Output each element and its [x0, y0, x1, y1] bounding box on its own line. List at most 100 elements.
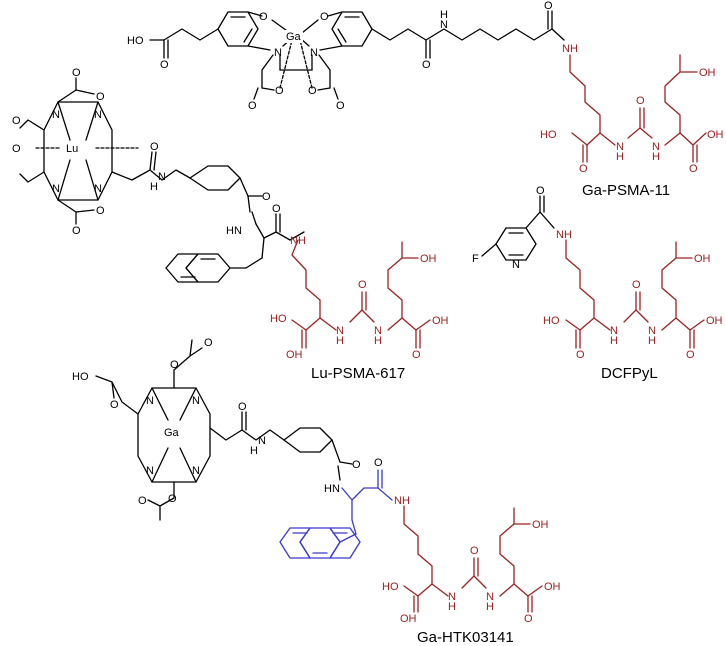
atom-oh: OH — [544, 581, 561, 593]
compound-label-ga-htk03141: Ga-HTK03141 — [417, 629, 514, 646]
atom-oh: OH — [694, 253, 711, 265]
atom-o: O — [524, 613, 533, 625]
atom-h: H — [648, 335, 656, 347]
atom-o: O — [272, 203, 281, 215]
atom-o: O — [336, 100, 345, 112]
atom-o: O — [160, 59, 169, 71]
compound-label-ga-psma-11: Ga-PSMA-11 — [582, 182, 670, 199]
atom-o: O — [358, 279, 367, 291]
atom-oh: OH — [699, 67, 716, 79]
atom-ho: HO — [540, 129, 557, 141]
atom-oh: OH — [432, 315, 449, 327]
lu-psma-617-structure — [19, 77, 431, 349]
ga-psma-11-structure — [149, 10, 707, 163]
atom-nh: NH — [562, 43, 578, 55]
atom-o: O — [262, 191, 271, 203]
atom-nh: NH — [556, 229, 572, 241]
atom-n: N — [310, 47, 318, 59]
atom-oh: OH — [707, 129, 724, 141]
atom-hn: HN — [324, 483, 340, 495]
dcfpyl-structure — [481, 195, 705, 349]
atom-o: O — [238, 401, 247, 413]
atom-h: H — [448, 601, 456, 613]
atom-hn: HN — [226, 225, 242, 237]
atom-h: H — [652, 151, 660, 163]
atom-h: H — [374, 335, 382, 347]
compound-label-dcfpyl: DCFPyL — [601, 365, 658, 382]
atom-n: N — [192, 395, 200, 407]
atom-o: O — [422, 59, 431, 71]
compound-label-lu-psma-617: Lu-PSMA-617 — [311, 365, 405, 382]
atom-f: F — [472, 253, 479, 265]
atom-o: O — [248, 100, 257, 112]
atom-ho: HO — [72, 371, 89, 383]
atom-n: N — [648, 325, 656, 337]
atom-ho: HO — [382, 581, 399, 593]
atom-h: H — [486, 601, 494, 613]
atom-o: O — [168, 493, 177, 505]
atom-lu: Lu — [66, 143, 78, 155]
atom-n: N — [258, 435, 266, 447]
atom-o: O — [544, 0, 553, 12]
atom-o: O — [110, 399, 119, 411]
atom-ho: HO — [270, 313, 287, 325]
atom-o: O — [170, 359, 179, 371]
atom-o: O — [96, 205, 105, 217]
atom-n: N — [448, 591, 456, 603]
atom-o: O — [412, 349, 421, 361]
atom-o: O — [536, 185, 545, 197]
atom-o: O — [632, 279, 641, 291]
atom-o: O — [12, 143, 21, 155]
atom-oh: OH — [286, 349, 303, 361]
atom-h: H — [150, 181, 158, 193]
atom-o: O — [12, 115, 21, 127]
atom-n: N — [610, 325, 618, 337]
atom-o: O — [374, 457, 383, 469]
atom-o: O — [72, 225, 81, 237]
atom-o: O — [579, 163, 588, 175]
atom-o: O — [72, 67, 81, 79]
atom-o: O — [352, 459, 361, 471]
atom-n: N — [374, 325, 382, 337]
atom-o: O — [689, 163, 698, 175]
atom-nh: NH — [394, 495, 410, 507]
atom-n: N — [652, 141, 660, 153]
atom-o: O — [576, 349, 585, 361]
cyclohexane-ring — [189, 165, 241, 191]
cyclohexane-ring — [283, 427, 333, 453]
atom-o: O — [259, 11, 268, 23]
atom-n: N — [336, 325, 344, 337]
atom-o: O — [96, 91, 105, 103]
atom-h: H — [336, 335, 344, 347]
atom-o: O — [320, 11, 329, 23]
atom-o: O — [308, 85, 317, 97]
atom-o: O — [150, 141, 159, 153]
atom-h: H — [250, 445, 258, 457]
atom-o: O — [686, 349, 695, 361]
atom-o: O — [275, 85, 284, 97]
atom-o: O — [636, 95, 645, 107]
atom-ga: Ga — [286, 31, 302, 43]
atom-ga: Ga — [164, 427, 180, 439]
atom-n: N — [94, 183, 102, 195]
atom-oh: OH — [706, 315, 723, 327]
atom-oh: OH — [420, 253, 437, 265]
atom-ho: HO — [543, 315, 560, 327]
atom-n: N — [274, 47, 282, 59]
atom-ho: HO — [127, 35, 144, 47]
atom-n: N — [616, 141, 624, 153]
atom-n: N — [158, 171, 166, 183]
naphthalene-ring — [185, 253, 231, 283]
atom-n: N — [146, 395, 154, 407]
atom-o: O — [204, 337, 213, 349]
benzene-ring — [331, 11, 373, 47]
atom-labels: Ga O O N N O O O O HO O O N H O NH OH HO… — [12, 0, 724, 625]
atom-n: N — [94, 109, 102, 121]
atom-o: O — [138, 495, 147, 507]
atom-oh: OH — [532, 519, 549, 531]
atom-h: H — [610, 335, 618, 347]
atom-n: N — [440, 19, 448, 31]
atom-nh: NH — [290, 235, 306, 247]
atom-n: N — [512, 259, 520, 271]
